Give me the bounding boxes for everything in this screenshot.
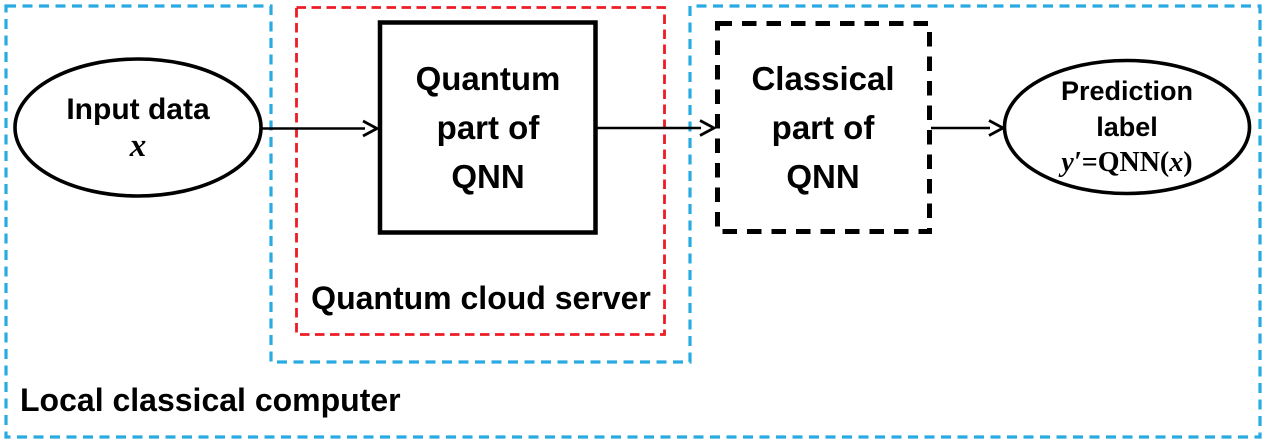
local-classical-computer-label: Local classical computer [20,382,540,418]
quantum-line2: part of [436,108,540,146]
arrow-input-to-quantum [260,119,380,138]
arrowhead-icon [362,119,380,138]
classical-part-label: Classical part of QNN [717,23,929,231]
prediction-line1: Prediction [1060,76,1194,106]
local-computer-dashed-border [4,4,1262,439]
classical-line2: part of [771,108,875,146]
prediction-label-ellipse [1002,58,1252,196]
formula-close-paren: ) [1183,147,1193,178]
quantum-cloud-dashed-border [295,6,666,336]
formula-x: x [1169,147,1184,178]
arrow-quantum-to-classical [597,119,717,137]
arrowhead-icon [699,119,717,137]
quantum-part-box [377,20,598,235]
quantum-line1: Quantum [415,59,561,97]
input-symbol-x: x [129,128,147,164]
input-data-text: Input data [66,93,210,126]
classical-line3: QNN [786,157,860,195]
local-classical-computer-text: Local classical computer [20,382,401,418]
classical-part-box [715,21,932,234]
prediction-label: Prediction label y′=QNN(x) [1004,60,1250,194]
classical-line1: Classical [751,59,895,97]
prediction-formula: y′=QNN(x) [1061,145,1192,181]
quantum-part-label: Quantum part of QNN [380,22,596,232]
quantum-cloud-server-text: Quantum cloud server [311,280,651,316]
quantum-line3: QNN [451,157,525,195]
quantum-cloud-server-label: Quantum cloud server [297,280,665,316]
prediction-line2: label [1096,112,1158,142]
input-data-label: Input data x [27,73,249,183]
formula-eq-qnn: =QNN( [1081,147,1170,178]
formula-y-prime: y′ [1061,147,1082,178]
arrowhead-icon [988,119,1006,137]
arrow-classical-to-prediction [931,119,1006,137]
